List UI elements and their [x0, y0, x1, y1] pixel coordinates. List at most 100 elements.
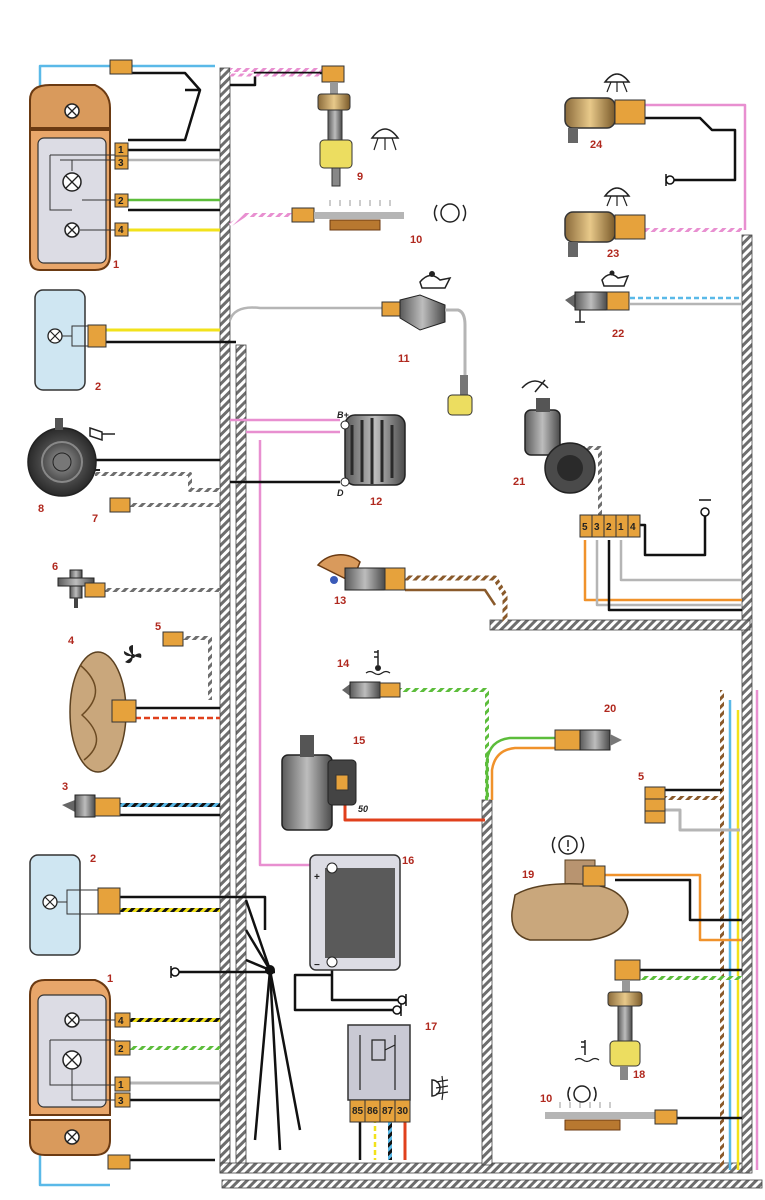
- pin-label: 2: [118, 196, 124, 207]
- terminal-battery-plus: +: [314, 872, 320, 883]
- ground-icon: [665, 174, 675, 186]
- headlamp-cleaner-motor: [316, 554, 406, 591]
- pin-label: 30: [397, 1106, 409, 1117]
- pin-label: 1: [118, 145, 124, 156]
- terminal-d: D: [337, 488, 344, 498]
- label-connector-7: 7: [92, 513, 98, 525]
- pin-label: 3: [118, 1096, 124, 1107]
- washer-motor-24: [564, 97, 646, 143]
- pin-label: 86: [367, 1106, 379, 1117]
- label-brake-pad-sensor-bottom: 10: [540, 1093, 552, 1105]
- label-sidelight-bottom: 2: [90, 853, 96, 865]
- label-alternator: 12: [370, 496, 382, 508]
- label-sensor-3: 3: [62, 781, 68, 793]
- starter: [281, 735, 357, 831]
- oil-pressure-sender: [381, 294, 473, 416]
- pin-label: 4: [118, 1016, 124, 1027]
- label-coolant-temp-sensor: 14: [337, 658, 350, 670]
- pin-label: 3: [594, 522, 600, 533]
- pin-label: 3: [118, 158, 124, 169]
- relay: [347, 1024, 411, 1123]
- label-horn: 8: [38, 503, 44, 515]
- washer-icon: [603, 73, 631, 93]
- horn: [27, 418, 100, 497]
- connector-5-right: [644, 786, 666, 824]
- coolant-temp-sensor: [342, 681, 401, 699]
- brake-booster: [511, 859, 629, 941]
- fan-motor: [69, 651, 137, 773]
- sensor-3: [62, 794, 121, 818]
- label-washer-motor-24: 24: [590, 139, 603, 151]
- terminal-b-plus: B+: [337, 410, 349, 420]
- label-sensor-20: 20: [604, 703, 616, 715]
- washer-icon: [370, 128, 400, 151]
- brake-warning-icon: [567, 1085, 597, 1103]
- pin-label: 85: [352, 1106, 364, 1117]
- wires: [38, 64, 759, 1187]
- label-connector-5-left: 5: [155, 621, 161, 633]
- label-headlamp-top: 1: [113, 259, 119, 271]
- pin-label: 4: [118, 225, 124, 236]
- label-connector-5-right: 5: [638, 771, 644, 783]
- pin-label: 1: [118, 1080, 124, 1091]
- brake-warning-icon: [433, 203, 467, 223]
- battery: [309, 854, 401, 971]
- label-washer-motor-23: 23: [607, 248, 619, 260]
- pin-label: 5: [582, 522, 588, 533]
- washer-motor-23: [564, 211, 646, 257]
- oil-can-icon: [419, 271, 452, 289]
- pin-label: 4: [630, 522, 636, 533]
- label-starter: 15: [353, 735, 365, 747]
- harness: [219, 67, 763, 1189]
- label-brake-booster: 19: [522, 869, 534, 881]
- fluid-level-icon: [574, 1040, 600, 1063]
- headlamp-top: 1 3 2 4: [29, 59, 133, 271]
- horn-icon: [89, 426, 115, 442]
- wiper-icon: [521, 379, 549, 393]
- brake-pad-sensor-top: [291, 200, 404, 231]
- label-headlamp-cleaner: 13: [334, 595, 346, 607]
- ground-icon: [397, 994, 407, 1006]
- sensor-20: [554, 729, 622, 751]
- sidelight-top: [34, 289, 107, 391]
- brake-fluid-sensor: [607, 959, 643, 1080]
- ground-icon: [699, 499, 711, 517]
- pin-label: 87: [382, 1106, 394, 1117]
- label-relay: 17: [425, 1021, 437, 1033]
- fog-lamp-icon: [431, 1075, 449, 1101]
- ground-icon: [392, 1004, 402, 1016]
- label-brake-fluid-sensor: 18: [633, 1069, 645, 1081]
- fan-icon: [123, 645, 142, 664]
- pin-label: 2: [606, 522, 612, 533]
- terminal-50: 50: [358, 804, 368, 814]
- alternator: [340, 414, 406, 487]
- label-sidelight-top: 2: [95, 381, 101, 393]
- oil-can-icon: [601, 270, 630, 287]
- ground-icon: [170, 966, 180, 978]
- label-washer-pump: 9: [357, 171, 363, 183]
- connector-5-left: [162, 631, 184, 647]
- oil-level-sensor: [565, 291, 630, 323]
- label-battery: 16: [402, 855, 414, 867]
- headlamp-bottom: 4 2 1 3: [29, 979, 131, 1170]
- washer-icon: [603, 187, 631, 207]
- coolant-temp-icon: [365, 650, 391, 676]
- label-brake-pad-sensor-top: 10: [410, 234, 422, 246]
- label-oil-pressure-sender: 11: [398, 353, 410, 365]
- brake-pad-sensor-bottom: [545, 1102, 678, 1131]
- washer-pump: [317, 65, 353, 187]
- pin-label: 2: [118, 1044, 124, 1055]
- switch-6: [57, 569, 106, 608]
- terminal-battery-minus: −: [314, 960, 320, 971]
- pin-label: 1: [618, 522, 624, 533]
- label-switch-6: 6: [52, 561, 58, 573]
- label-fan-motor: 4: [68, 635, 75, 647]
- label-wiper-motor: 21: [513, 476, 525, 488]
- connector-7: [109, 497, 131, 513]
- label-oil-level-sensor: 22: [612, 328, 624, 340]
- sidelight-bottom: [29, 854, 121, 956]
- label-headlamp-bottom: 1: [107, 973, 113, 985]
- wiper-motor: [524, 398, 641, 538]
- brake-warning-icon: [551, 835, 585, 855]
